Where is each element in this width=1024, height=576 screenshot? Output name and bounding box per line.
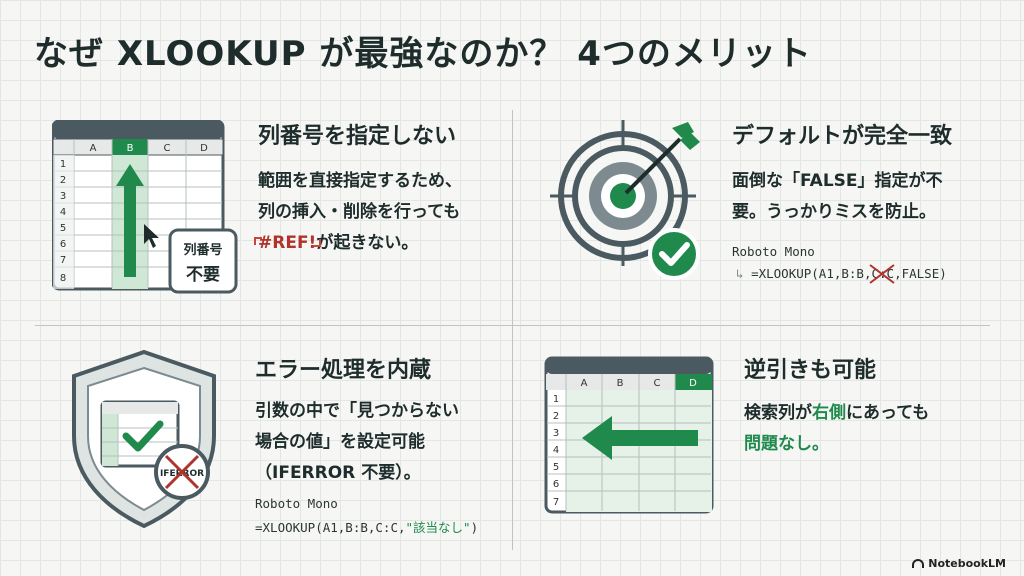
card3-line-1: 引数の中で「見つからない bbox=[255, 401, 459, 421]
spreadsheet-icon: A B C D 1 2 3 4 5 6 7 bbox=[544, 356, 714, 514]
card1-line-3-rest: が起きない。 bbox=[316, 233, 419, 253]
badge-line-1: 列番号 bbox=[183, 242, 222, 258]
card2-line-1: 面倒な「FALSE」指定が不 bbox=[732, 171, 943, 191]
card4-line-1-post: にあっても bbox=[846, 403, 930, 423]
card3-code-suffix: ) bbox=[470, 520, 479, 535]
card2-code-suffix: ,FALSE) bbox=[894, 266, 947, 281]
spreadsheet-column-illustration: A B C D 1 2 3 4 5 6 7 8 列番号 不要 bbox=[51, 119, 242, 300]
card4-line-2: 問題なし。 bbox=[744, 434, 829, 454]
row-header: 8 bbox=[60, 273, 66, 284]
row-header: 3 bbox=[553, 428, 559, 439]
target-illustration bbox=[548, 118, 713, 283]
col-header-b: B bbox=[617, 378, 624, 389]
card3-heading: エラー処理を内蔵 bbox=[255, 358, 432, 383]
col-header-c: C bbox=[164, 143, 171, 154]
card2-heading: デフォルトが完全一致 bbox=[732, 124, 953, 149]
col-header-c: C bbox=[654, 378, 661, 389]
card1-heading: 列番号を指定しない bbox=[258, 124, 457, 149]
row-header: 5 bbox=[60, 223, 66, 234]
shield-illustration: IFERROR bbox=[64, 348, 224, 530]
card1-line-1: 範囲を直接指定するため、 bbox=[258, 171, 462, 191]
cursor-icon bbox=[144, 224, 159, 248]
cross-icon bbox=[869, 264, 896, 284]
footer-brand-text: NotebookLM bbox=[928, 557, 1006, 570]
row-header: 4 bbox=[60, 207, 66, 218]
card2-code-label: Roboto Mono bbox=[732, 244, 815, 259]
card4-line-1-pre: 検索列が bbox=[744, 403, 812, 423]
footer-brand: NotebookLM bbox=[912, 557, 1006, 570]
row-header: 2 bbox=[553, 411, 559, 422]
check-icon bbox=[122, 420, 164, 452]
card4-line-1: 検索列が右側にあっても bbox=[744, 398, 929, 429]
card3-code: =XLOOKUP(A1,B:B,C:C,"該当なし") bbox=[255, 517, 478, 536]
col-header-b: B bbox=[127, 143, 134, 154]
vertical-divider bbox=[512, 110, 513, 550]
page-title: なぜ XLOOKUP が最強なのか？ 4つのメリット bbox=[34, 34, 812, 74]
badge-line-2: 不要 bbox=[186, 265, 220, 285]
reverse-lookup-illustration: A B C D 1 2 3 4 5 6 7 bbox=[544, 356, 714, 516]
up-arrow-icon bbox=[116, 164, 144, 277]
row-header: 1 bbox=[553, 394, 559, 405]
struck-code: C:C bbox=[869, 264, 896, 284]
row-header: 7 bbox=[553, 497, 559, 508]
card4-heading: 逆引きも可能 bbox=[744, 358, 877, 383]
row-header: 1 bbox=[60, 159, 66, 170]
check-circle-icon bbox=[648, 228, 700, 280]
col-header-a: A bbox=[90, 143, 97, 154]
card3-body: 引数の中で「見つからない 場合の値」を設定可能 （IFERROR 不要）。 bbox=[255, 396, 459, 489]
card4-highlight-right: 右側 bbox=[812, 403, 846, 423]
row-header: 4 bbox=[553, 445, 559, 456]
row-header: 2 bbox=[60, 175, 66, 186]
card3-line-2: 場合の値」を設定可能 bbox=[255, 432, 425, 452]
notebooklm-icon bbox=[912, 559, 925, 568]
card2-code: ↳ =XLOOKUP(A1,B:B,C:C,FALSE) bbox=[736, 264, 947, 284]
col-header-a: A bbox=[581, 378, 588, 389]
shield-icon: IFERROR bbox=[72, 349, 216, 529]
col-header-d: D bbox=[200, 143, 208, 154]
card2-body: 面倒な「FALSE」指定が不 要。うっかりミスを防止。 bbox=[732, 166, 943, 228]
row-header: 3 bbox=[60, 191, 66, 202]
horizontal-divider bbox=[35, 325, 990, 326]
card3-code-prefix: =XLOOKUP(A1,B:B,C:C, bbox=[255, 520, 406, 535]
row-header: 5 bbox=[553, 462, 559, 473]
row-header: 6 bbox=[60, 239, 66, 250]
card2-code-prefix: =XLOOKUP(A1,B:B, bbox=[751, 266, 872, 281]
col-header-d: D bbox=[689, 378, 697, 389]
card3-code-label: Roboto Mono bbox=[255, 496, 338, 511]
card4-body: 検索列が右側にあっても 問題なし。 bbox=[744, 398, 929, 460]
card1-body: 範囲を直接指定するため、 列の挿入・削除を行っても #REF!が起きない。 bbox=[258, 166, 462, 259]
card3-code-string: "該当なし" bbox=[405, 520, 471, 535]
ref-error-text: #REF! bbox=[258, 233, 317, 253]
card1-line-2: 列の挿入・削除を行っても bbox=[258, 202, 461, 222]
spreadsheet-icon: A B C D 1 2 3 4 5 6 7 8 列番号 不要 bbox=[51, 119, 238, 294]
row-header: 6 bbox=[553, 479, 559, 490]
card3-line-3: （IFERROR 不要）。 bbox=[255, 463, 421, 483]
dart-icon bbox=[624, 122, 700, 195]
left-arrow-icon bbox=[582, 416, 698, 460]
card2-line-2: 要。うっかりミスを防止。 bbox=[732, 202, 936, 222]
return-arrow-icon: ↳ bbox=[736, 266, 752, 281]
target-icon bbox=[550, 120, 700, 280]
row-header: 7 bbox=[60, 255, 66, 266]
card1-line-3: #REF!が起きない。 bbox=[258, 228, 462, 259]
